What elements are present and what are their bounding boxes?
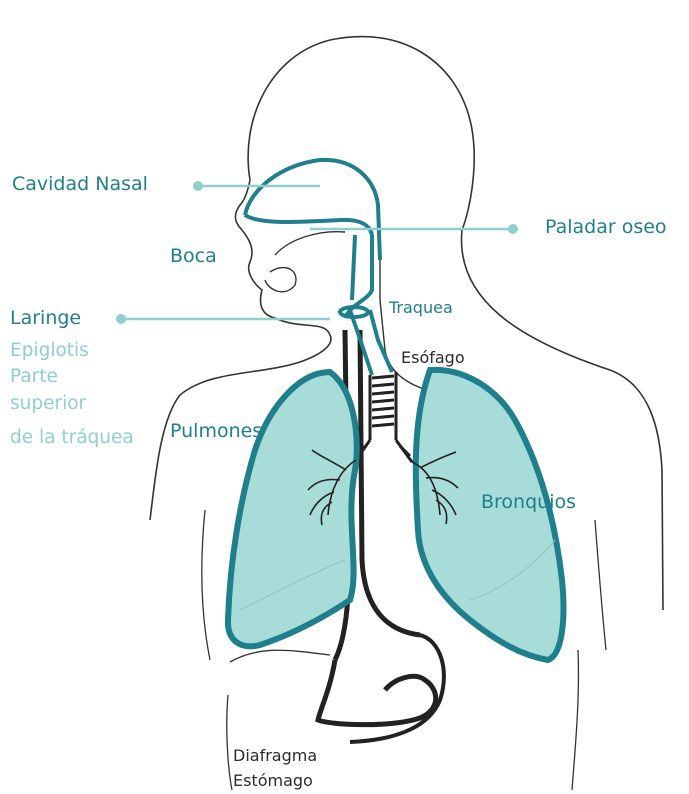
label-parte: Parte bbox=[10, 365, 58, 388]
mouth bbox=[265, 232, 345, 292]
label-laringe: Laringe bbox=[10, 307, 81, 330]
right-lung bbox=[416, 370, 564, 660]
leader-dot-cavidad-nasal bbox=[193, 181, 203, 191]
nasal-cavity bbox=[245, 160, 380, 260]
torso-left bbox=[202, 510, 210, 660]
abdomen-line-left bbox=[227, 695, 232, 790]
label-cavidad-nasal: Cavidad Nasal bbox=[12, 173, 148, 196]
label-diafragma: Diafragma bbox=[233, 746, 317, 765]
label-paladar-oseo: Paladar oseo bbox=[545, 216, 667, 239]
label-esofago: Esófago bbox=[401, 348, 465, 367]
label-traquea: Traquea bbox=[389, 298, 453, 317]
label-de-la-traquea: de la tráquea bbox=[10, 426, 134, 449]
larynx-ring bbox=[340, 307, 368, 317]
trachea-rings bbox=[356, 372, 412, 462]
trachea-upper bbox=[350, 310, 392, 375]
abdomen-line-right bbox=[572, 650, 578, 790]
stomach bbox=[318, 660, 436, 725]
leader-dot-paladar-oseo bbox=[508, 224, 518, 234]
label-boca: Boca bbox=[170, 245, 217, 268]
diaphragm-curve bbox=[230, 650, 330, 662]
label-pulmones: Pulmones bbox=[170, 420, 262, 443]
label-estomago: Estómago bbox=[233, 771, 313, 790]
label-bronquios: Bronquios bbox=[481, 491, 576, 514]
label-superior: superior bbox=[10, 392, 86, 415]
leader-dot-laringe bbox=[116, 314, 126, 324]
torso-right bbox=[595, 520, 606, 650]
label-epiglotis: Epiglotis bbox=[10, 339, 89, 362]
left-lung bbox=[228, 372, 357, 646]
